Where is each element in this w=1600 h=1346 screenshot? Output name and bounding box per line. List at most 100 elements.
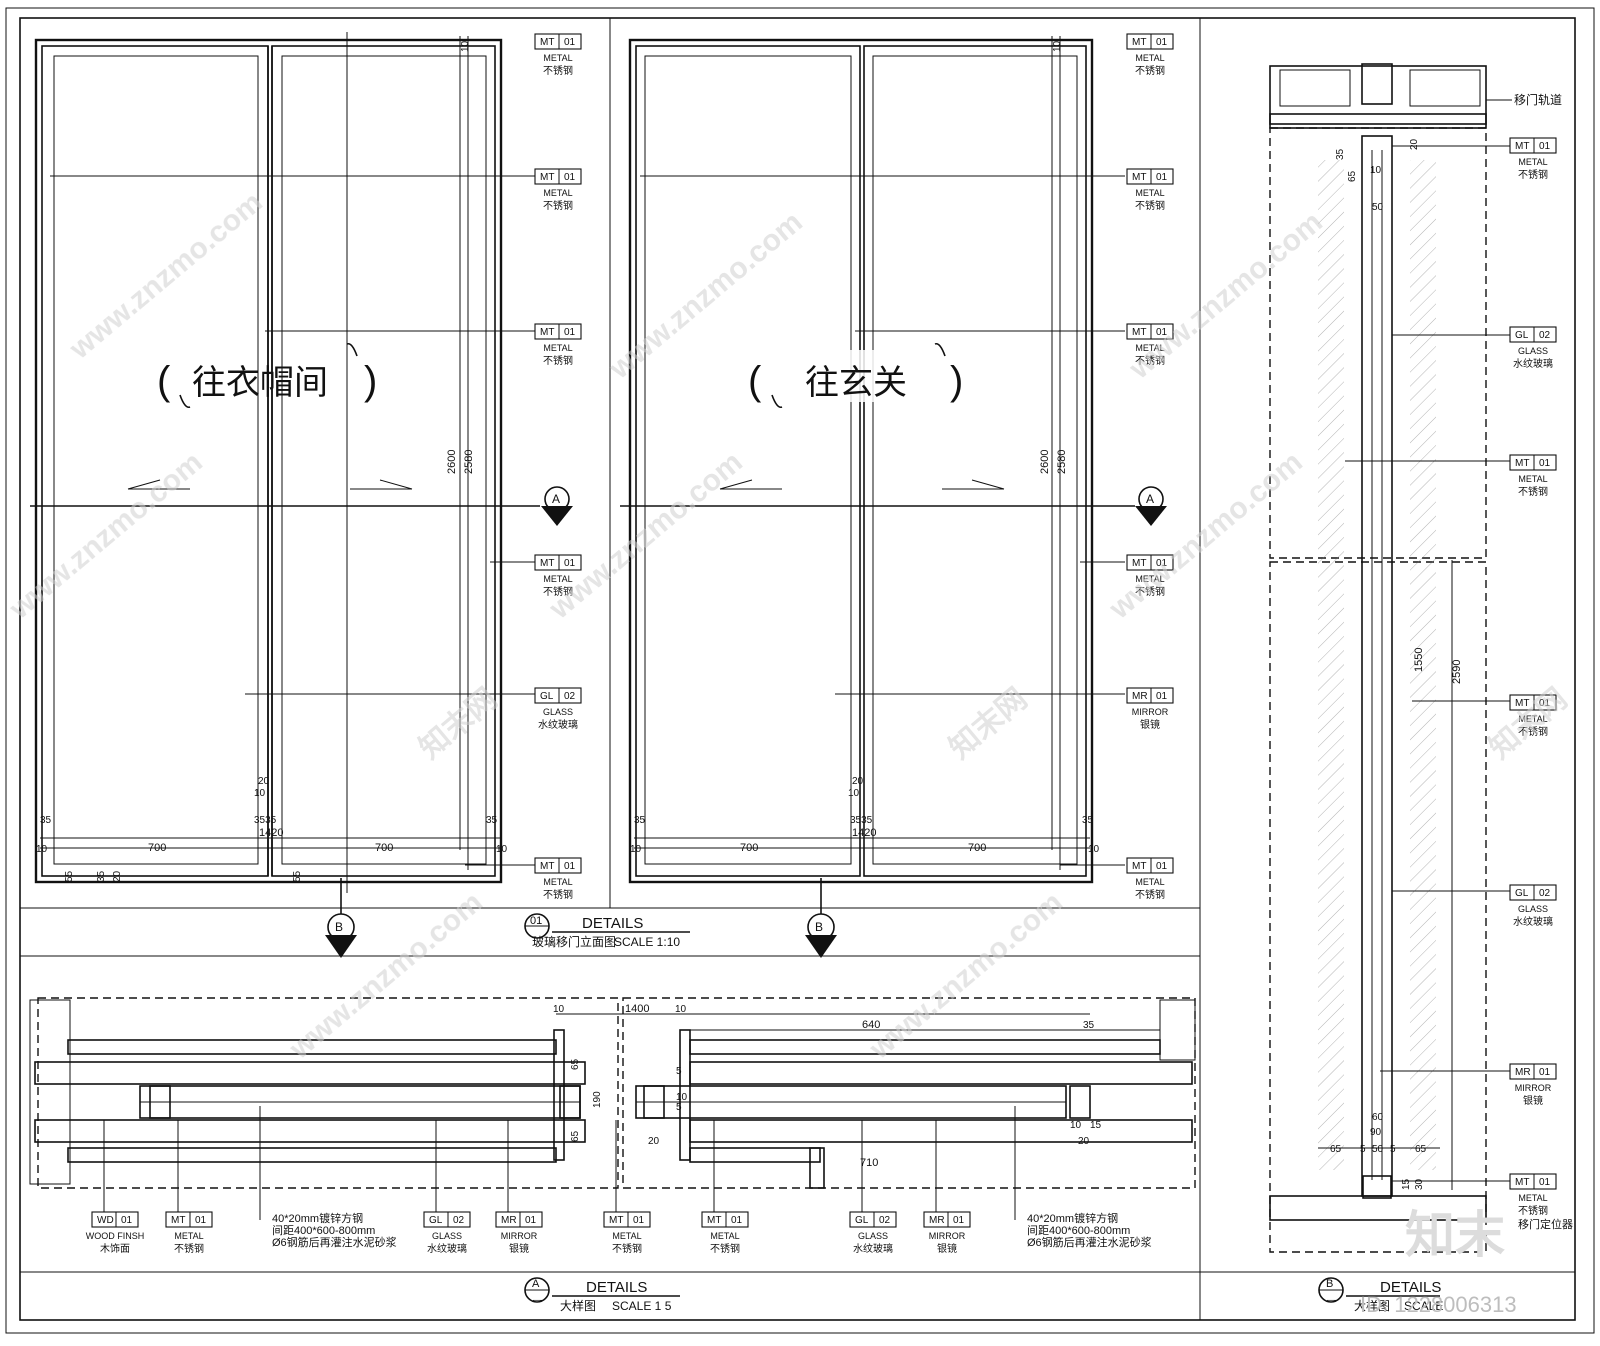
tag-material-en: METAL xyxy=(1135,574,1164,584)
svg-text:20: 20 xyxy=(648,1136,660,1147)
svg-text:1550: 1550 xyxy=(1413,648,1425,672)
elevation-left: ( 往衣帽间 ) 2600 2580 700 700 1420 35 3535 … xyxy=(30,32,573,958)
svg-text:15: 15 xyxy=(1090,1120,1102,1131)
svg-text:710: 710 xyxy=(860,1157,878,1169)
tag-number: 01 xyxy=(731,1215,743,1226)
svg-text:20: 20 xyxy=(112,870,123,882)
svg-text:40*20mm镀锌方钢: 40*20mm镀锌方钢 xyxy=(1027,1211,1118,1225)
tag-material-cn: 不锈钢 xyxy=(710,1242,740,1255)
svg-text:10: 10 xyxy=(496,844,508,855)
svg-text:20: 20 xyxy=(852,776,864,787)
tag-number: 01 xyxy=(1539,1177,1551,1188)
tag-code: MT xyxy=(1132,558,1146,569)
svg-text:知末网: 知末网 xyxy=(943,682,1033,765)
svg-text:10: 10 xyxy=(36,844,48,855)
dim-35-right: 35 xyxy=(486,815,498,826)
watermark-logo: 知末 xyxy=(1405,1207,1505,1263)
tag-material-cn: 水纹玻璃 xyxy=(853,1242,893,1255)
svg-text:35: 35 xyxy=(634,815,646,826)
svg-text:190: 190 xyxy=(592,1091,603,1108)
title-b: B — DETAILS 大样图 SCALE xyxy=(1318,1277,1443,1313)
tag-material-en: GLASS xyxy=(1518,346,1548,356)
svg-text:DETAILS: DETAILS xyxy=(1380,1279,1441,1296)
tag-material-cn: 不锈钢 xyxy=(1518,725,1548,738)
svg-text:20: 20 xyxy=(1078,1136,1090,1147)
svg-text:65: 65 xyxy=(1347,170,1358,182)
section-marker-b-left: B xyxy=(325,878,357,958)
section-detail-a: 10 1400 10 640 35 65 190 65 5 10 5 20 20… xyxy=(29,997,1196,1249)
dim-3535-left: 3535 xyxy=(254,815,277,826)
svg-text:60: 60 xyxy=(1372,1112,1384,1123)
track-label: 移门轨道 xyxy=(1514,92,1562,107)
svg-text:玻璃移门立面图: 玻璃移门立面图 xyxy=(532,934,616,949)
tag-number: 01 xyxy=(121,1215,133,1226)
svg-text:B: B xyxy=(1326,1278,1333,1290)
door-note-right-paren-close: ) xyxy=(950,359,963,403)
tag-material-cn: 不锈钢 xyxy=(1135,354,1165,367)
tag-code: MR xyxy=(501,1215,517,1226)
title-a: A — DETAILS 大样图 SCALE 1 5 xyxy=(524,1277,680,1313)
svg-text:2590: 2590 xyxy=(1451,660,1463,684)
dim-2600-right: 2600 xyxy=(1039,450,1051,474)
door-note-left-paren-close: ) xyxy=(364,359,377,403)
svg-text:A: A xyxy=(532,1278,540,1290)
svg-text:www.znzmo.com: www.znzmo.com xyxy=(863,885,1069,1066)
tag-material-cn: 不锈钢 xyxy=(1518,168,1548,181)
svg-text:35: 35 xyxy=(1335,148,1346,160)
tag-code: MR xyxy=(1132,691,1148,702)
tag-code: GL xyxy=(429,1215,443,1226)
svg-text:—: — xyxy=(1327,1295,1337,1306)
tag-material-en: GLASS xyxy=(858,1231,888,1241)
sheet-inner-border xyxy=(19,17,1576,1321)
tag-material-cn: 银镜 xyxy=(509,1242,529,1255)
elevation-right: ( 往玄关 ) 2600 2580 700 700 1420 35 3535 2… xyxy=(620,36,1167,958)
svg-text:B: B xyxy=(815,920,823,934)
section-detail-b: 移门轨道 移门定位器 35 65 20 10 50 1550 2590 60 9… xyxy=(1269,63,1573,1253)
tag-material-cn: 不锈钢 xyxy=(1518,1204,1548,1217)
tag-material-en: MIRROR xyxy=(1132,707,1169,717)
svg-text:01: 01 xyxy=(530,915,542,927)
tag-number: 01 xyxy=(1539,458,1551,469)
svg-text:—: — xyxy=(533,1295,543,1306)
tag-material-en: METAL xyxy=(543,343,572,353)
tag-number: 01 xyxy=(1156,558,1168,569)
sheet-outer-border xyxy=(5,7,1595,1334)
svg-text:DETAILS: DETAILS xyxy=(582,915,643,932)
tag-material-cn: 不锈钢 xyxy=(543,199,573,212)
svg-text:3535: 3535 xyxy=(850,815,873,826)
dim-10-left: 10 xyxy=(254,788,266,799)
tag-material-cn: 银镜 xyxy=(937,1242,957,1255)
tag-number: 02 xyxy=(1539,330,1551,341)
tag-material-cn: 不锈钢 xyxy=(174,1242,204,1255)
tag-material-cn: 不锈钢 xyxy=(1518,485,1548,498)
tag-material-en: GLASS xyxy=(543,707,573,717)
svg-text:20: 20 xyxy=(1409,138,1420,150)
tag-material-en: METAL xyxy=(543,53,572,63)
tag-material-en: METAL xyxy=(543,188,572,198)
tag-number: 01 xyxy=(1156,691,1168,702)
tag-material-en: MIRROR xyxy=(501,1231,538,1241)
tag-material-en: METAL xyxy=(612,1231,641,1241)
tag-material-en: METAL xyxy=(1135,188,1164,198)
tag-number: 01 xyxy=(1539,698,1551,709)
tag-code: MT xyxy=(1515,1177,1529,1188)
tag-code: MR xyxy=(1515,1067,1531,1078)
svg-text:5: 5 xyxy=(1360,1144,1366,1155)
svg-text:SCALE: SCALE xyxy=(1404,1299,1443,1313)
svg-text:间距400*600-800mm: 间距400*600-800mm xyxy=(1027,1224,1130,1237)
tag-code: MT xyxy=(1515,141,1529,152)
svg-text:65: 65 xyxy=(1330,1144,1342,1155)
